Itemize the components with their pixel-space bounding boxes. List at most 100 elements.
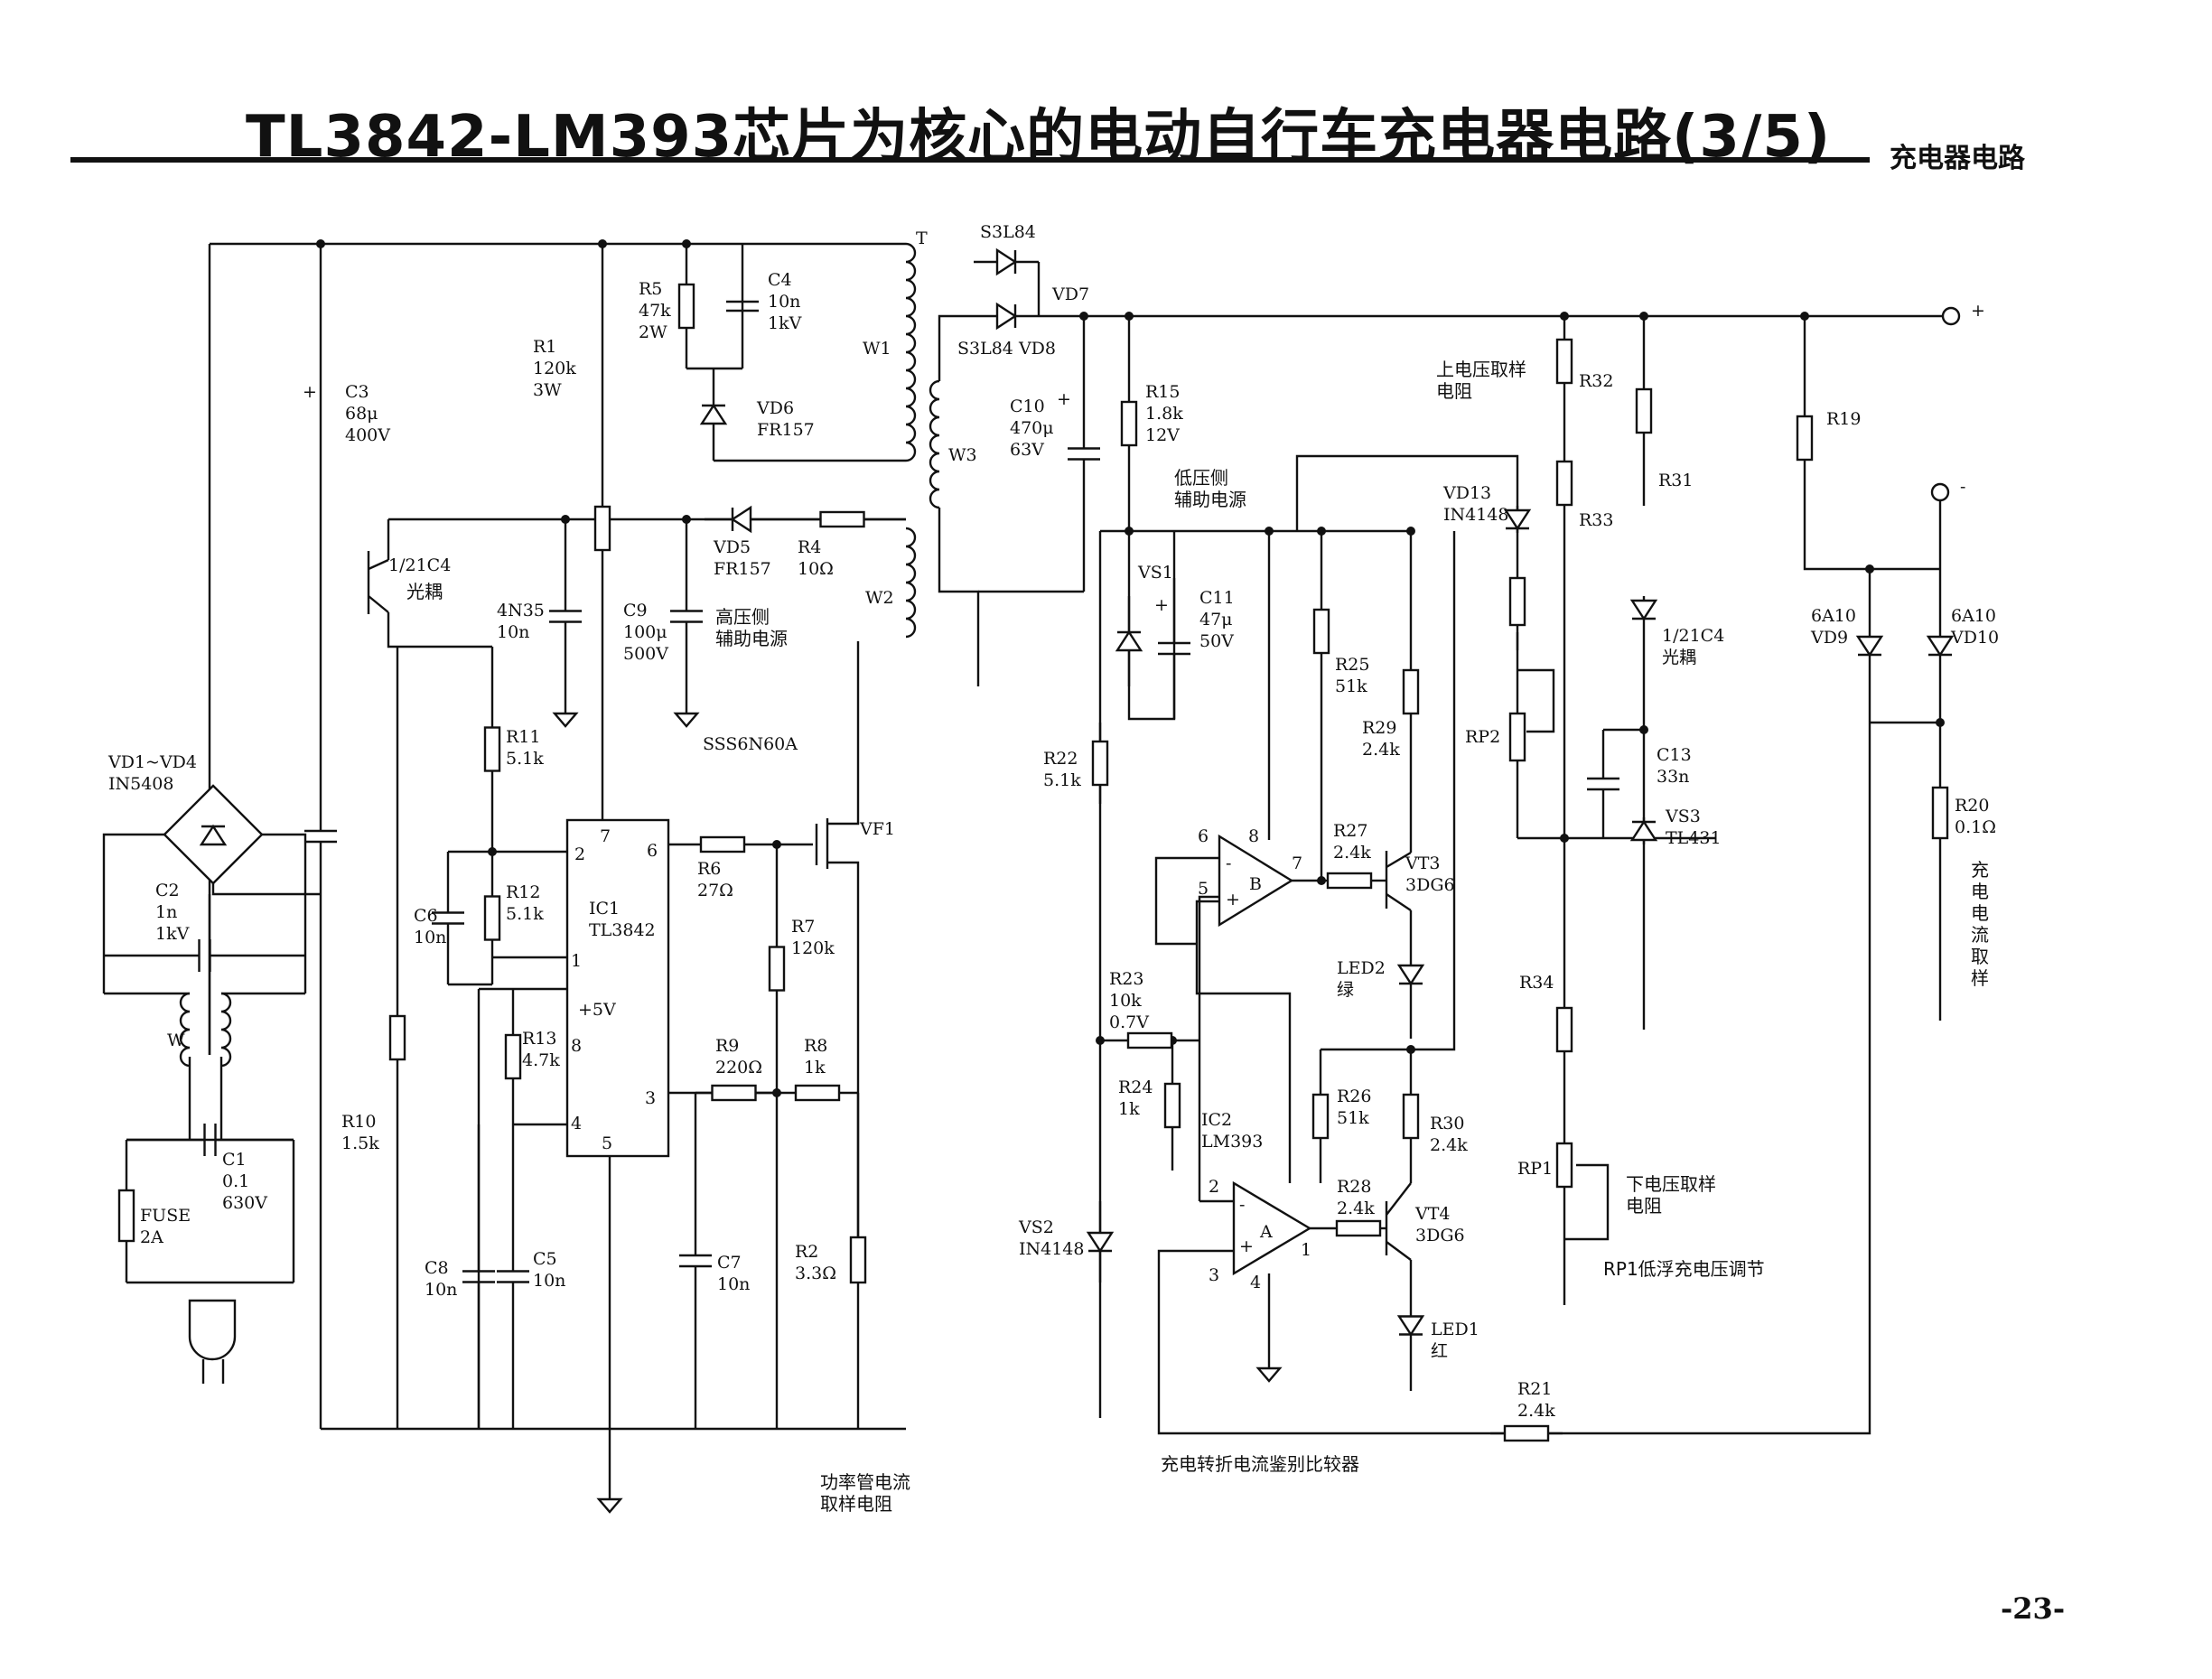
r1-label: 3W [533, 380, 562, 400]
opto-transistor [368, 558, 389, 571]
t-label: T [916, 229, 928, 248]
led2-diode [1396, 964, 1425, 986]
w1-label: W1 [863, 339, 891, 359]
ground-symbol [673, 712, 700, 728]
led1-label: LED1 [1431, 1320, 1479, 1339]
r12-label: R12 [506, 882, 540, 902]
ic2-pin7-label: 7 [1292, 853, 1302, 873]
vd1-4-label: IN5408 [108, 774, 173, 794]
led1-diode [1396, 1315, 1425, 1337]
wire [1195, 900, 1292, 1183]
wire [1295, 454, 1519, 531]
c4-label: 10n [768, 292, 800, 312]
page-number: -23- [2001, 1591, 2066, 1626]
r1-label: 120k [533, 359, 576, 378]
wire [1127, 531, 1176, 721]
r1-resistor [593, 505, 611, 552]
minus-term-label: - [1960, 477, 1965, 497]
vt4-label: VT4 [1414, 1204, 1450, 1224]
r20-label: 0.1Ω [1955, 817, 1996, 837]
plus5v-label: +5V [578, 1000, 616, 1020]
r10-label: R10 [341, 1112, 376, 1132]
c3-label: 400V [345, 425, 390, 445]
vd10-label: VD10 [1950, 628, 1999, 648]
r33-label: R33 [1579, 510, 1613, 530]
r25-label: R25 [1335, 655, 1369, 675]
vd7-label: VD7 [1051, 284, 1089, 304]
r6-label: R6 [697, 859, 721, 879]
r5-label: 47k [639, 301, 671, 321]
r23-label: 0.7V [1109, 1012, 1149, 1032]
current-sample-label: 取 [1971, 946, 1989, 967]
r11-label: 5.1k [506, 749, 544, 769]
r10-label: 1.5k [341, 1133, 379, 1153]
r34-label: R34 [1519, 973, 1554, 993]
w3-label: W3 [948, 445, 977, 465]
vd8-label: S3L84 VD8 [957, 339, 1056, 359]
r27-label: 2.4k [1333, 843, 1371, 863]
r23-label: R23 [1109, 969, 1143, 989]
led1-label: 红 [1431, 1341, 1448, 1361]
lv-aux-label: 辅助电源 [1174, 489, 1246, 510]
r19-label: R19 [1826, 409, 1861, 429]
opto-right-label: 1/21C4 [1662, 626, 1724, 646]
opamp-b-minus-label: - [1226, 853, 1231, 873]
s3l84-top-diode [995, 247, 1018, 276]
r7-resistor [768, 946, 786, 992]
output-minus-terminal [1930, 482, 1950, 502]
r29-resistor [1402, 668, 1420, 715]
wire [262, 833, 307, 993]
wires [102, 239, 1951, 1499]
ic1-pin5-label: 5 [602, 1133, 612, 1153]
c9-label: 500V [623, 644, 668, 664]
vd5-label: FR157 [714, 559, 771, 579]
opamp-b-plus-label: + [1226, 890, 1240, 909]
opamp-a [1232, 1180, 1312, 1276]
section-label: 充电器电路 [1890, 143, 2025, 174]
junction-dot [1560, 834, 1569, 843]
r23-resistor [1126, 1031, 1173, 1049]
vd6-label: FR157 [757, 420, 815, 440]
c2-label: 1kV [155, 924, 190, 944]
vt3-transistor [1386, 851, 1412, 869]
w1-winding [905, 242, 917, 462]
led2-label: LED2 [1337, 958, 1386, 978]
r31-label: R31 [1658, 471, 1693, 490]
components [117, 242, 1961, 1514]
opamp-a-plus-label: + [1239, 1236, 1254, 1256]
vd6-diode [699, 403, 728, 425]
w-right-winding [220, 992, 232, 1068]
r26-label: 51k [1337, 1108, 1369, 1128]
r2-label: R2 [795, 1242, 818, 1262]
junction-dot [1639, 725, 1648, 734]
r32-label: R32 [1579, 371, 1613, 391]
r1-label: R1 [533, 337, 556, 357]
wire [938, 508, 980, 686]
c2-label: 1n [155, 902, 177, 922]
r29-label: 2.4k [1362, 740, 1400, 760]
r5-label: 2W [639, 322, 667, 342]
junction-dot [772, 1088, 781, 1097]
r32-resistor [1555, 338, 1573, 385]
current-sample-label: 电 [1971, 902, 1989, 924]
c9-label: 100μ [623, 622, 667, 642]
c11-label: 47μ [1199, 610, 1233, 630]
wire [1564, 1163, 1610, 1241]
r34-resistor [1555, 1006, 1573, 1053]
c8-label: 10n [425, 1280, 457, 1300]
lower-sample-label: 电阻 [1626, 1195, 1662, 1217]
ic2-pin8-label: 8 [1248, 826, 1259, 846]
plus-term-label: + [1971, 301, 1985, 321]
c3-plus-label: + [303, 382, 317, 402]
r15-label: 1.8k [1145, 404, 1183, 424]
r26-resistor [1311, 1093, 1330, 1140]
wire [1321, 531, 1456, 1051]
ic1-chip [565, 818, 670, 1158]
opamp-b [1218, 834, 1294, 928]
c1-label: 630V [222, 1193, 267, 1213]
r21-label: R21 [1517, 1379, 1552, 1399]
r9-label: R9 [715, 1036, 739, 1056]
hv-aux-label: 辅助电源 [715, 628, 788, 649]
ic2-pin6-label: 6 [1198, 826, 1209, 846]
rp2-resistor [1508, 712, 1526, 762]
